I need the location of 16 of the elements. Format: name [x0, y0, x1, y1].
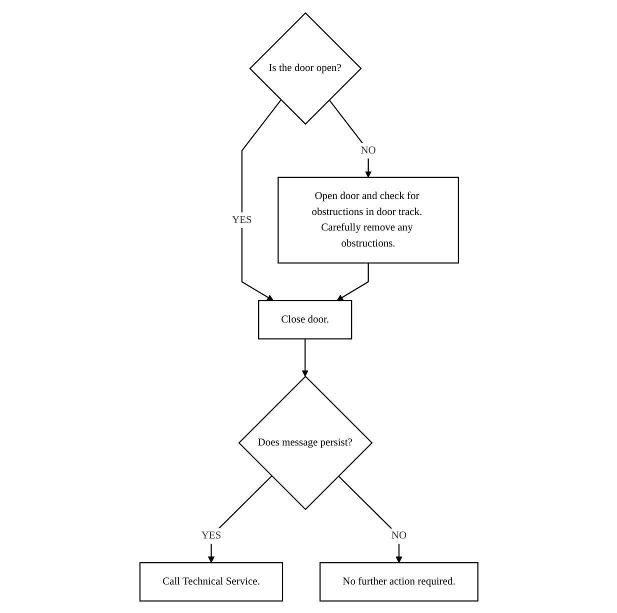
node-diamond: Does message persist? — [238, 375, 372, 510]
node-diamond: Is the door open? — [248, 12, 362, 124]
arrow — [208, 475, 272, 562]
arrow — [338, 475, 402, 562]
arrow — [328, 99, 372, 178]
edge-label: YES — [232, 214, 252, 226]
node-box: Call Technical Service. — [138, 562, 283, 602]
arrow — [336, 262, 368, 300]
edge-label: NO — [360, 144, 376, 156]
arrow — [240, 99, 281, 300]
edge-label: NO — [390, 530, 406, 542]
node-box: No further action required. — [319, 562, 478, 602]
arrow — [301, 338, 308, 376]
node-box: Close door. — [258, 300, 352, 339]
node-box: Open door and check for obstructions in door track. Carefully remove any obstructions. — [277, 176, 459, 264]
edge-label: YES — [200, 530, 221, 542]
